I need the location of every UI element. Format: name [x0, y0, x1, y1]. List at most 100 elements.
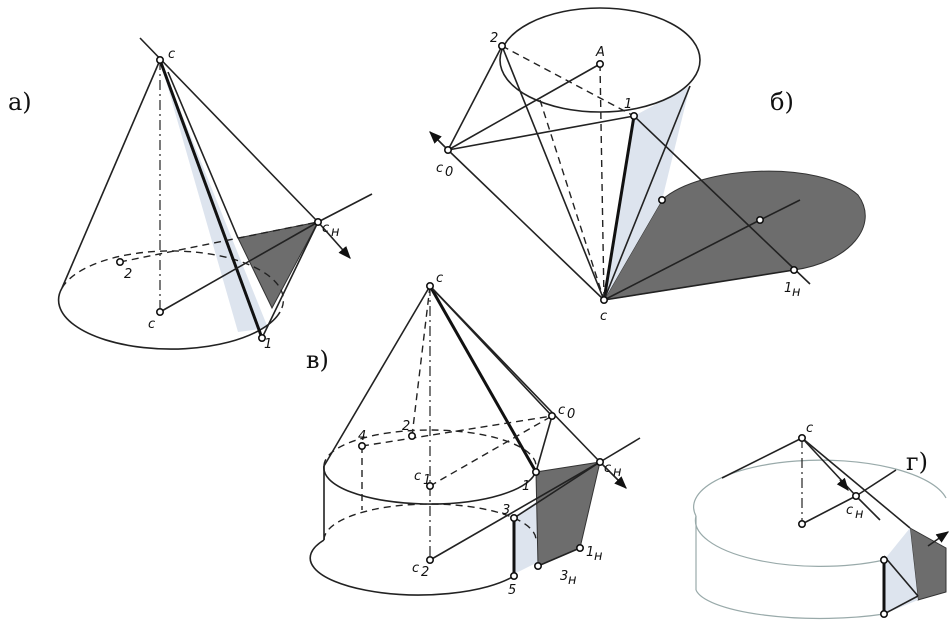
- light-arrow-v: [599, 461, 627, 489]
- point-a-b: [595, 59, 604, 68]
- label-c0-v: c: [558, 403, 565, 418]
- cone-shade-light: [160, 60, 268, 332]
- axis-b: [599, 63, 605, 301]
- point-c2-v: [425, 555, 434, 564]
- point-cn-v: [595, 457, 604, 466]
- proj-ext-g: [855, 469, 897, 497]
- cone-generator-left-v: [323, 285, 431, 467]
- point-c1-v: [425, 481, 434, 490]
- label-1-a: 1: [264, 337, 272, 352]
- cyl-top-front-g: [694, 515, 885, 567]
- point-1-v: [531, 467, 540, 476]
- label-c0-v-sub: 0: [567, 407, 575, 422]
- label-a-b: A: [595, 45, 605, 60]
- chord-2-1: [501, 45, 635, 117]
- point-1n-b: [789, 265, 798, 274]
- point-tangent-b: [657, 196, 666, 205]
- point-3n-v: [533, 561, 542, 570]
- point-center-g: [797, 519, 806, 528]
- cyl-bottom-g: [695, 589, 885, 620]
- cone-generator-inner: [167, 71, 239, 239]
- shadow-bottom-v: [537, 547, 581, 567]
- cone-generator-1-v: [428, 285, 538, 473]
- label-1-b: 1: [624, 97, 632, 112]
- cone-ray-c0: [429, 285, 553, 417]
- point-1-a: [257, 333, 266, 342]
- line-c0-1: [535, 415, 553, 473]
- cyl-top-back-g: [693, 459, 947, 517]
- projection-c2: [429, 461, 601, 561]
- shadow-ellipse-b: [603, 170, 866, 301]
- cone-left-g: [721, 437, 803, 479]
- label-1n-v: 1: [586, 545, 594, 560]
- generator-1-b: [602, 115, 636, 301]
- light-ray-g: [801, 437, 857, 497]
- tangent-dashed-2: [119, 221, 319, 263]
- dash-4-c0: [361, 415, 553, 447]
- light-ray-a-arrow: [317, 221, 351, 259]
- generator-2-v: [411, 285, 431, 437]
- point-apex-b: [599, 295, 608, 304]
- panel-g-caption: г): [906, 448, 928, 476]
- edge-diag-g: [883, 555, 919, 597]
- generator-right-b: [603, 85, 691, 301]
- line-1-c0: [447, 115, 635, 151]
- projection-ray-a-ext: [317, 193, 373, 223]
- cone-generator-left: [61, 59, 161, 289]
- label-1n-b: 1: [784, 281, 792, 296]
- arrow-g: [836, 477, 849, 491]
- point-top-edge-g: [879, 555, 888, 564]
- panel-a: а) c c 1 2 c н: [8, 37, 373, 352]
- label-apex-b: c: [600, 309, 607, 324]
- label-cn-v-sub: н: [613, 465, 622, 480]
- ray-1-1n: [633, 115, 811, 285]
- label-shadow-a-sub: н: [331, 225, 340, 240]
- label-1-v: 1: [522, 479, 530, 494]
- point-apex-a: [156, 55, 165, 64]
- shadow-axis-b: [603, 219, 761, 301]
- generator-2-b: [501, 45, 605, 301]
- cone-top-ellipse-b: [499, 7, 701, 113]
- point-cn-g: [851, 491, 860, 500]
- arrow-right-g: [927, 531, 950, 547]
- shadow-axis-b-ext: [759, 199, 801, 221]
- point-2-v: [407, 431, 416, 440]
- point-1n-v: [575, 543, 584, 552]
- panel-b-caption: б): [770, 88, 794, 116]
- label-3n-v-sub: н: [568, 573, 577, 588]
- line-2-c0: [447, 45, 503, 151]
- projection-ray-a: [159, 221, 319, 313]
- point-apex-g: [797, 433, 806, 442]
- label-c1-v-sub: 1: [423, 473, 431, 488]
- light-ray-a: [139, 37, 319, 223]
- label-apex-g: c: [806, 421, 813, 436]
- label-2-v: 2: [402, 419, 410, 434]
- point-4-v: [357, 441, 366, 450]
- point-apex-v: [425, 281, 434, 290]
- point-2-b: [497, 41, 506, 50]
- line-3-cn: [513, 461, 601, 519]
- point-c0-v: [547, 411, 556, 420]
- arrow-c0: [429, 131, 449, 151]
- label-2-a: 2: [124, 267, 132, 282]
- cylinder-shade-light: [512, 502, 538, 574]
- cone-base-back: [61, 250, 285, 313]
- label-1n-v-sub: н: [594, 549, 603, 564]
- point-2-a: [116, 257, 125, 266]
- shadow-edge-b: [603, 269, 795, 301]
- label-c1-v: c: [414, 469, 421, 484]
- shade-light-g: [884, 528, 918, 614]
- label-apex-v: c: [436, 271, 443, 286]
- point-5-v: [509, 571, 518, 580]
- label-shadow-a: c: [322, 221, 329, 236]
- label-4-v: 4: [358, 429, 366, 444]
- edge-bottom-g: [883, 595, 919, 615]
- line-c0-c: [447, 149, 605, 301]
- label-5-v: 5: [508, 583, 516, 598]
- label-cn-g-sub: н: [855, 507, 864, 522]
- label-c2-v: c: [412, 561, 419, 576]
- panel-v: в): [306, 271, 641, 598]
- label-center-a: c: [148, 317, 155, 332]
- point-shadow-a: [313, 218, 322, 227]
